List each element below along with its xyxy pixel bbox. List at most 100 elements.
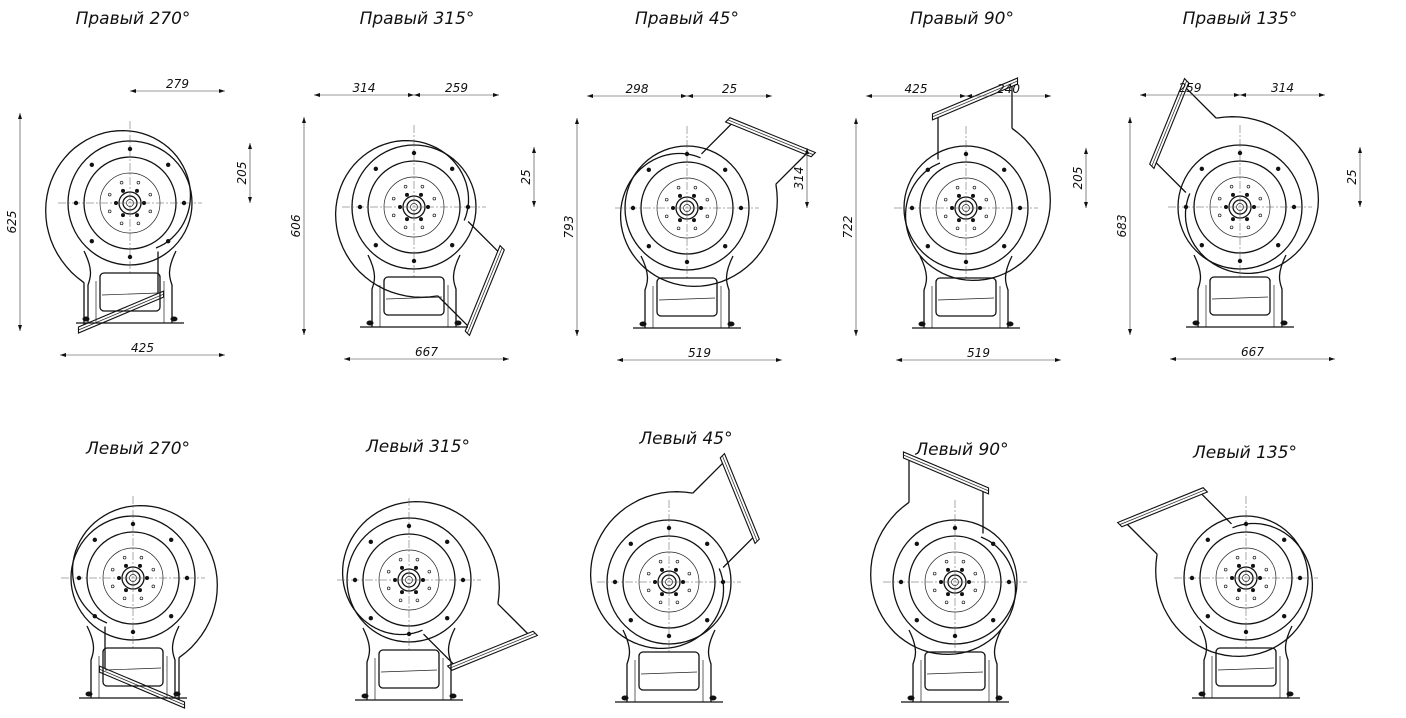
hub-bolt — [1230, 576, 1234, 580]
bolt-hole — [373, 242, 379, 248]
housing-scroll — [71, 504, 218, 659]
hub-bolt — [124, 588, 128, 593]
bolt-hole — [76, 575, 82, 581]
hub-bolt — [950, 206, 954, 210]
foot-right — [170, 316, 178, 322]
inlet-hole — [432, 196, 437, 201]
inlet-hole — [1217, 196, 1222, 201]
inlet-hole — [151, 567, 156, 572]
bolt-hole — [914, 541, 920, 547]
inspection-window — [935, 277, 997, 317]
window-bar — [385, 296, 443, 300]
inlet-hole — [427, 569, 432, 574]
inlet-hole — [705, 197, 710, 202]
hub-bolt — [960, 567, 964, 572]
dim-top-left: 259 — [1179, 81, 1202, 95]
hub-bolt — [1237, 588, 1241, 593]
hub-bolt — [1224, 205, 1228, 209]
bolt-hole — [130, 521, 136, 527]
stand-left — [83, 250, 92, 323]
foot-right — [1286, 691, 1294, 697]
bolt-hole — [914, 617, 920, 623]
dim-outlet: 25 — [1345, 169, 1359, 184]
window-bar — [1217, 667, 1275, 671]
hub-bolt — [421, 578, 425, 582]
window-bar — [1211, 296, 1269, 300]
foot-right — [173, 691, 181, 697]
bolt-hole — [168, 537, 174, 543]
stand-left — [1193, 254, 1202, 327]
bolt-hole — [368, 615, 374, 621]
housing-scroll — [589, 491, 725, 650]
bolt-hole — [1281, 613, 1287, 619]
inlet-hole — [1246, 184, 1251, 189]
bolt-hole — [465, 204, 471, 210]
hub-bolt — [674, 567, 678, 572]
housing-scroll — [904, 127, 1051, 282]
bolt-hole — [368, 539, 374, 545]
hub-bolt — [138, 563, 142, 568]
view-l90: Левый 90° — [870, 440, 1027, 703]
stand-right — [1284, 625, 1293, 698]
stand-right — [707, 629, 716, 702]
hub-bolt — [1245, 217, 1249, 222]
bolt-hole — [990, 617, 996, 623]
window-bar — [937, 297, 995, 301]
view-l135: Левый 135° — [1116, 443, 1318, 699]
hub-bolt — [1251, 588, 1255, 593]
bolt-hole — [720, 579, 726, 585]
hub-bolt — [142, 201, 146, 205]
bolt-hole — [411, 258, 417, 264]
hub-bolt — [145, 576, 149, 580]
stand-inner — [374, 658, 444, 700]
inlet-hole — [693, 185, 698, 190]
stand-right — [452, 254, 461, 327]
inlet-hole — [119, 180, 124, 185]
inlet-hole — [955, 185, 960, 190]
inlet-hole — [1235, 555, 1240, 560]
foot-right — [709, 695, 717, 701]
inlet-hole — [136, 221, 141, 226]
inlet-hole — [432, 213, 437, 218]
bolt-hole — [704, 541, 710, 547]
hub-bolt — [117, 576, 121, 580]
hub-bolt — [967, 580, 971, 584]
bolt-hole — [89, 162, 95, 168]
bolt-hole — [963, 151, 969, 157]
view-title: Левый 45° — [638, 429, 732, 449]
inspection-window — [1209, 276, 1271, 316]
inspection-window — [638, 651, 700, 691]
inspection-window — [102, 647, 164, 687]
inlet-hole — [664, 197, 669, 202]
dim-width: 667 — [415, 345, 438, 359]
bolt-hole — [449, 242, 455, 248]
housing-scroll — [341, 500, 500, 636]
inlet-hole — [139, 555, 144, 560]
bolt-hole — [1243, 629, 1249, 635]
stand-right — [1004, 255, 1013, 328]
inlet-hole — [675, 600, 680, 605]
dim-top-left: 298 — [626, 82, 649, 96]
hub-bolt — [939, 580, 943, 584]
stand-inner — [634, 660, 704, 702]
dim-height: 625 — [5, 211, 19, 234]
hub-bolt — [692, 218, 696, 223]
inlet-hole — [122, 555, 127, 560]
stand-inner — [1205, 285, 1275, 327]
bolt-hole — [738, 205, 744, 211]
inlet-hole — [139, 596, 144, 601]
dim-top-right: 25 — [722, 82, 737, 96]
inlet-hole — [984, 197, 989, 202]
dim-arrow — [532, 147, 536, 207]
inlet-hole — [148, 192, 153, 197]
hub-bolt — [678, 193, 682, 198]
window-bar — [104, 667, 162, 671]
dim-top-left: 425 — [905, 82, 928, 96]
housing-scroll — [1184, 116, 1320, 275]
hub-bolt — [398, 205, 402, 209]
view-l270: Левый 270° — [61, 439, 218, 709]
stand-inner — [95, 281, 165, 323]
hub-bolt — [419, 217, 423, 222]
inlet-hole — [676, 185, 681, 190]
bolt-hole — [628, 541, 634, 547]
